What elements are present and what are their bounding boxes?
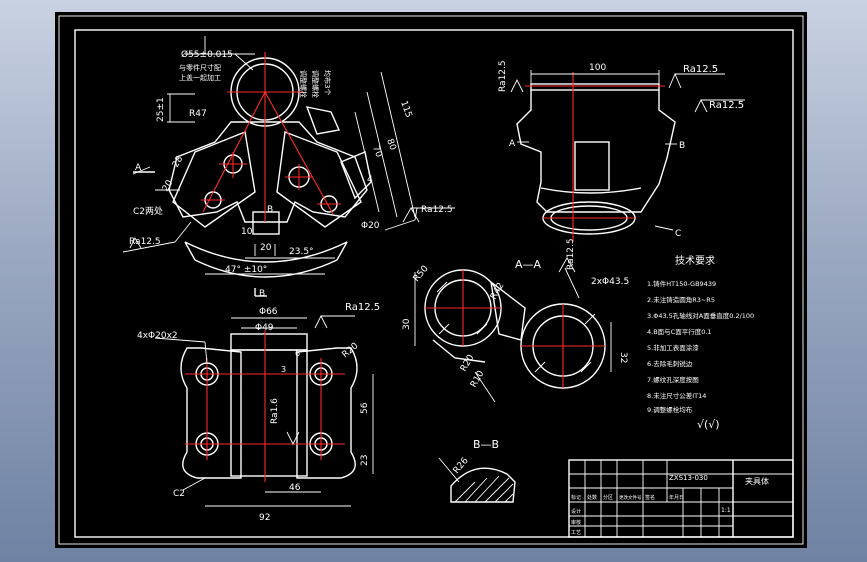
tech-item: 3.Φ43.5孔轴线对A面垂直度0.2/100 xyxy=(647,311,754,320)
tb-col-label: 分区 xyxy=(603,494,613,501)
outer-border xyxy=(58,15,804,545)
tb-col-label: 年月日 xyxy=(669,494,684,501)
dim-25: 25±1 xyxy=(156,97,166,122)
tech-requirements-list: 1.铸件HT150-GB9439 2.未注铸造圆角R3~R5 3.Φ43.5孔轴… xyxy=(647,279,754,414)
dim-70: 70 xyxy=(370,145,383,159)
dim-20a: 20 xyxy=(161,178,176,193)
aa-r50: R50 xyxy=(412,264,431,284)
aa-r20: R20 xyxy=(459,353,477,374)
drawing-canvas[interactable]: Ø55±0.015 与零件尺寸配 上盖一起加工 调整螺栓 调整螺栓 均布3个 2… xyxy=(55,12,807,548)
section-mark-b: B xyxy=(267,205,273,215)
section-bb-title: B—B xyxy=(473,438,499,451)
tb-col-label: 处数 xyxy=(587,494,597,501)
dim-4: 4 xyxy=(367,175,373,185)
section-mark-b-under: B xyxy=(259,289,265,299)
angle-23: 23.5° xyxy=(289,247,314,257)
chamfer-c2: C2两处 xyxy=(133,205,163,217)
tr-label-b: B xyxy=(679,141,685,151)
dim-28: 28 xyxy=(171,154,186,169)
tech-item: 6.去除毛刺锐边 xyxy=(647,359,693,368)
tb-row-label: 工艺 xyxy=(571,530,581,536)
angle-47: 47° ±10° xyxy=(225,265,267,275)
section-bb-view xyxy=(438,457,516,503)
tech-item: 5.非加工表面涂漆 xyxy=(647,343,699,352)
scale-value: 1:1 xyxy=(721,507,731,514)
tb-col-label: 签名 xyxy=(645,494,655,501)
roughness-checkmark: √(√) xyxy=(697,418,720,431)
dim-115: 115 xyxy=(398,100,413,120)
aa-r10: R10 xyxy=(469,369,487,390)
tech-item: 4.B面与C面平行度0.1 xyxy=(647,327,712,336)
drawing-number: ZXS13-030 xyxy=(669,474,708,482)
bl-roughness-top: Ra12.5 xyxy=(345,302,380,313)
bl-roughness-mid: Ra1.6 xyxy=(270,398,280,424)
bl-dim-46: 46 xyxy=(289,483,301,493)
tb-row-label: 审核 xyxy=(571,519,581,526)
side-note-2: 调整螺栓 xyxy=(311,70,320,98)
diameter-20: Φ20 xyxy=(361,221,380,231)
bl-dim-56: 56 xyxy=(360,402,370,414)
tb-col-label: 更改文件号 xyxy=(619,494,642,501)
roughness-left: Ra12.5 xyxy=(129,237,161,247)
tb-row-label: 设计 xyxy=(571,508,581,515)
tech-item: 7.螺纹孔深度按图 xyxy=(647,375,699,384)
tr-roughness-1: Ra12.5 xyxy=(498,60,508,92)
tech-requirements-title: 技术要求 xyxy=(675,254,715,267)
main-view xyxy=(122,36,455,297)
part-name: 夹具体 xyxy=(745,476,769,486)
tolerance-diameter: Ø55±0.015 xyxy=(181,49,233,60)
dim-100: 100 xyxy=(589,63,606,73)
tech-item: 1.铸件HT150-GB9439 xyxy=(647,279,716,288)
section-mark-a: A xyxy=(135,163,142,173)
title-block xyxy=(568,459,794,538)
bl-dim-3: 3 xyxy=(281,365,286,374)
bl-chamfer-c2: C2 xyxy=(173,489,185,499)
bl-dim-phi66: Φ66 xyxy=(259,307,278,317)
side-note-1: 调整螺栓 xyxy=(299,70,308,98)
bl-r20: R20 xyxy=(341,341,361,360)
bl-dim-92: 92 xyxy=(259,513,270,523)
tech-item: 8.未注尺寸公差IT14 xyxy=(647,391,706,400)
section-aa-view xyxy=(414,257,612,403)
roughness-right: Ra12.5 xyxy=(421,205,453,215)
section-aa-title: A—A xyxy=(515,258,542,271)
top-right-view xyxy=(510,70,745,242)
aa-hole-spec: 2xΦ43.5 xyxy=(591,277,629,287)
bottom-left-view xyxy=(154,314,374,507)
dim-80: 80 xyxy=(384,138,397,152)
tb-row-label: 标记 xyxy=(571,494,581,501)
aa-dim-32: 32 xyxy=(618,352,628,363)
dim-20b: 20 xyxy=(260,243,272,253)
tech-item: 9.调整螺栓均布 xyxy=(647,405,693,414)
tr-label-a: A xyxy=(509,139,516,149)
dim-r47: R47 xyxy=(189,109,207,119)
side-note-3: 均布3个 xyxy=(323,70,332,95)
note-line-1: 与零件尺寸配 xyxy=(179,63,221,72)
tr-roughness-2: Ra12.5 xyxy=(683,64,718,75)
drawing-frame xyxy=(74,29,794,538)
note-line-2: 上盖一起加工 xyxy=(179,73,221,82)
tr-roughness-3: Ra12.5 xyxy=(709,100,744,111)
bl-dim-phi49: Φ49 xyxy=(255,323,274,333)
dim-10: 10 xyxy=(241,227,253,237)
aa-dim-30: 30 xyxy=(402,318,412,330)
bl-dim-6: 6 xyxy=(295,349,300,358)
bl-dim-23: 23 xyxy=(360,455,370,466)
bl-holes-spec: 4xΦ20x2 xyxy=(137,331,178,341)
tr-label-c: C xyxy=(675,229,681,239)
aa-roughness: Ra12.5 xyxy=(566,238,576,270)
tech-item: 2.未注铸造圆角R3~R5 xyxy=(647,295,715,304)
cad-drawing-viewport[interactable]: Ø55±0.015 与零件尺寸配 上盖一起加工 调整螺栓 调整螺栓 均布3个 2… xyxy=(55,12,807,548)
